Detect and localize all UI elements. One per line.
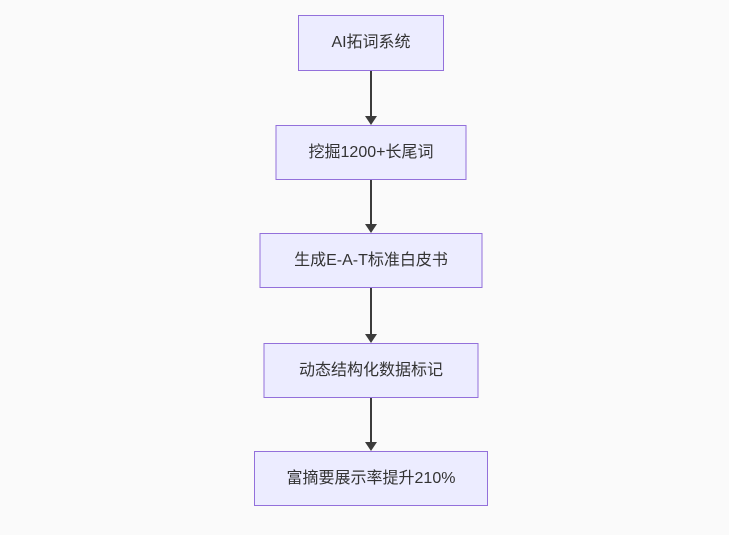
arrow-line bbox=[370, 71, 372, 120]
flowchart-node-eat-whitepaper: 生成E-A-T标准白皮书 bbox=[259, 233, 483, 288]
flow-arrow-2 bbox=[364, 180, 378, 233]
node-label: AI拓词系统 bbox=[331, 34, 411, 51]
node-label: 富摘要展示率提升210% bbox=[286, 469, 456, 487]
flowchart-node-rich-snippet-rate: 富摘要展示率提升210% bbox=[254, 451, 488, 506]
flow-arrow-4 bbox=[364, 398, 378, 451]
flowchart-node-ai-system: AI拓词系统 bbox=[298, 15, 444, 71]
arrowhead-down-icon bbox=[365, 116, 377, 125]
arrow-line bbox=[370, 398, 372, 446]
node-label: 挖掘1200+长尾词 bbox=[308, 143, 434, 161]
node-label: 动态结构化数据标记 bbox=[298, 361, 443, 379]
flowchart-node-longtail-words: 挖掘1200+长尾词 bbox=[275, 125, 467, 180]
flowchart-node-structured-data: 动态结构化数据标记 bbox=[263, 343, 479, 398]
arrowhead-down-icon bbox=[365, 334, 377, 343]
arrow-line bbox=[370, 180, 372, 228]
flow-arrow-1 bbox=[364, 71, 378, 125]
arrow-line bbox=[370, 288, 372, 338]
flow-arrow-3 bbox=[364, 288, 378, 343]
node-label: 生成E-A-T标准白皮书 bbox=[294, 251, 448, 269]
arrowhead-down-icon bbox=[365, 224, 377, 233]
arrowhead-down-icon bbox=[365, 442, 377, 451]
